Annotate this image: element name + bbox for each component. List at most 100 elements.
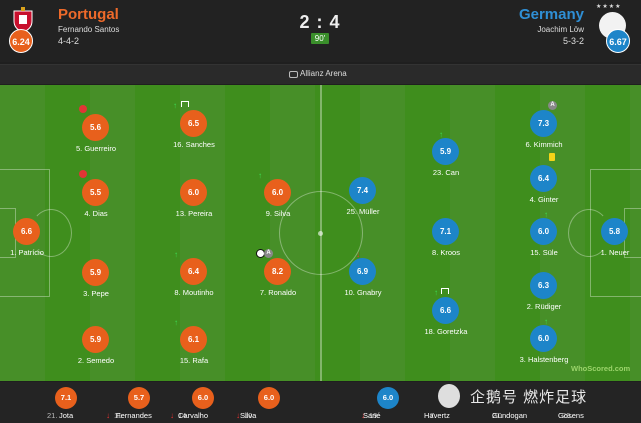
player-label: 4. Dias bbox=[84, 209, 108, 218]
player-kimmich[interactable]: A 7.3 6. Kimmich bbox=[504, 101, 584, 150]
player-kroos[interactable]: 7.1 8. Kroos bbox=[406, 218, 486, 258]
sub-havertz[interactable]: 7. Havertz bbox=[420, 384, 480, 422]
sub-rating: 6.0 bbox=[192, 387, 214, 409]
player-rating: 6.0 bbox=[530, 218, 557, 245]
player-rating: 7.4 bbox=[349, 177, 376, 204]
home-coach: Fernando Santos bbox=[58, 25, 120, 34]
player-rating: 7.3 bbox=[530, 110, 557, 137]
pitch: 5.6 5. Guerreiro 5.5 4. Dias 6.6 1. Patr… bbox=[0, 85, 641, 381]
sub-down-icon: ↓ bbox=[361, 411, 365, 420]
player-ginter[interactable]: 6.4 4. Ginter bbox=[504, 153, 584, 205]
sub-carvalho[interactable]: ↓ 6.0 14. Carvalho bbox=[170, 384, 230, 422]
match-minute-badge: 90' bbox=[311, 33, 329, 44]
player-neuer[interactable]: 5.8 1. Neuer bbox=[575, 218, 641, 258]
player-halstenberg[interactable]: ↑ 6.0 3. Halstenberg bbox=[504, 317, 584, 365]
player-label: 16. Sanches bbox=[173, 140, 215, 149]
own-goal-icon bbox=[79, 170, 87, 178]
sub-name: Gosens bbox=[558, 411, 584, 420]
player-rafa[interactable]: ↑ 6.1 15. Rafa bbox=[154, 318, 234, 366]
player-label: 23. Can bbox=[432, 168, 460, 177]
sub-sane[interactable]: ↓ 6.0 19. Sané bbox=[355, 384, 415, 422]
player-dias[interactable]: 5.5 4. Dias bbox=[56, 170, 136, 219]
player-sanches[interactable]: ↑ 6.5 16. Sanches bbox=[154, 101, 234, 150]
sub-number: 7. bbox=[430, 411, 437, 420]
player-can[interactable]: ↑ 5.9 23. Can bbox=[406, 130, 486, 178]
center-spot bbox=[318, 231, 323, 236]
player-guerreiro[interactable]: 5.6 5. Guerreiro bbox=[56, 105, 136, 154]
player-label: 5. Guerreiro bbox=[75, 144, 117, 153]
own-goal-icon bbox=[79, 105, 87, 113]
venue-bar: Allianz Arena bbox=[0, 64, 641, 84]
player-label: 6. Kimmich bbox=[525, 140, 563, 149]
away-coach: Joachim Löw bbox=[537, 25, 584, 34]
sub-number: 11. bbox=[114, 411, 124, 420]
sub-name: Gündogan bbox=[492, 411, 528, 420]
sub-gundogan[interactable]: 21. Gündogan bbox=[490, 384, 550, 422]
player-rudiger[interactable]: 6.3 2. Rüdiger bbox=[504, 272, 584, 312]
player-goretzka[interactable]: ↑ 6.6 18. Goretzka bbox=[406, 288, 486, 337]
away-team-rating: 6.67 bbox=[606, 29, 630, 53]
player-rating: 5.6 bbox=[82, 114, 109, 141]
player-rating: 5.9 bbox=[432, 138, 459, 165]
sub-number: 21. bbox=[492, 411, 503, 420]
player-label: 2. Semedo bbox=[77, 356, 115, 365]
sub-up-icon: ↑ bbox=[173, 101, 177, 110]
player-label: 9. Silva bbox=[265, 209, 291, 218]
sub-silva[interactable]: ↓ 6.0 10. Silva bbox=[236, 384, 296, 422]
home-formation: 4-4-2 bbox=[58, 36, 80, 46]
center-circle bbox=[279, 191, 363, 275]
player-label: 3. Halstenberg bbox=[519, 355, 569, 364]
sub-up-icon: ↑ bbox=[258, 171, 262, 180]
player-gnabry[interactable]: ↓ 6.9 10. Gnabry bbox=[323, 250, 403, 298]
stadium-icon bbox=[289, 71, 298, 78]
sub-number: 14. bbox=[178, 411, 189, 420]
yellow-card-icon bbox=[549, 153, 555, 161]
watermark-text: 企鹅号 燃炸足球 bbox=[470, 389, 588, 406]
player-silva[interactable]: ↑ 6.0 9. Silva bbox=[238, 171, 318, 219]
venue-name: Allianz Arena bbox=[300, 69, 347, 78]
player-moutinho[interactable]: ↑ 6.4 8. Moutinho bbox=[154, 250, 234, 298]
player-pereira[interactable]: 6.0 13. Pereira bbox=[154, 179, 234, 219]
home-penalty-arc bbox=[30, 209, 72, 257]
player-label: 15. Süle bbox=[530, 248, 558, 257]
player-label: 1. Patrício bbox=[10, 248, 44, 257]
player-rating: 6.6 bbox=[432, 297, 459, 324]
player-label: 4. Ginter bbox=[529, 195, 559, 204]
sub-name: Jota bbox=[59, 411, 74, 420]
player-label: 7. Ronaldo bbox=[259, 288, 297, 297]
player-ronaldo[interactable]: A 8.2 7. Ronaldo bbox=[238, 249, 318, 298]
player-rating: 6.6 bbox=[13, 218, 40, 245]
sub-number: 10. bbox=[244, 411, 255, 420]
player-pepe[interactable]: 5.9 3. Pepe bbox=[56, 259, 136, 299]
away-team-name[interactable]: Germany bbox=[518, 6, 584, 23]
germany-stars: ★★★★ bbox=[596, 4, 622, 10]
player-label: 8. Kroos bbox=[432, 248, 460, 257]
sub-name: Havertz bbox=[424, 411, 450, 420]
sub-rating: 7.1 bbox=[55, 387, 77, 409]
sub-down-icon: ↓ bbox=[356, 250, 360, 259]
player-rating: 6.1 bbox=[180, 326, 207, 353]
sub-jota[interactable]: 7.1 21. Jota bbox=[33, 384, 93, 422]
player-rating: 6.9 bbox=[349, 258, 376, 285]
home-team-name[interactable]: Portugal bbox=[58, 6, 119, 23]
assist-icon: A bbox=[548, 101, 557, 110]
home-team-rating: 6.24 bbox=[9, 29, 33, 53]
player-rating: 6.0 bbox=[264, 179, 291, 206]
player-label: 25. Müller bbox=[346, 207, 380, 216]
assist-icon: A bbox=[264, 249, 273, 258]
player-rating: 8.2 bbox=[264, 258, 291, 285]
sub-down-icon: ↓ bbox=[170, 411, 174, 420]
sub-name: Sané bbox=[363, 411, 381, 420]
player-patricio[interactable]: 6.6 1. Patrício bbox=[0, 218, 67, 258]
sub-number: 20. bbox=[562, 411, 573, 420]
sub-gosens[interactable]: 20. Gosens bbox=[558, 384, 620, 422]
player-label: 2. Rüdiger bbox=[526, 302, 562, 311]
sub-fernandes[interactable]: ↓ 5.7 11. Fernandes bbox=[106, 384, 166, 422]
player-semedo[interactable]: 5.9 2. Semedo bbox=[56, 326, 136, 366]
player-muller[interactable]: 7.4 25. Müller bbox=[323, 177, 403, 217]
away-formation: 5-3-2 bbox=[562, 36, 584, 46]
player-rating: 6.4 bbox=[180, 258, 207, 285]
player-sule[interactable]: ↑ 6.0 15. Süle bbox=[504, 210, 584, 258]
player-rating: 5.8 bbox=[601, 218, 628, 245]
player-label: 10. Gnabry bbox=[344, 288, 382, 297]
